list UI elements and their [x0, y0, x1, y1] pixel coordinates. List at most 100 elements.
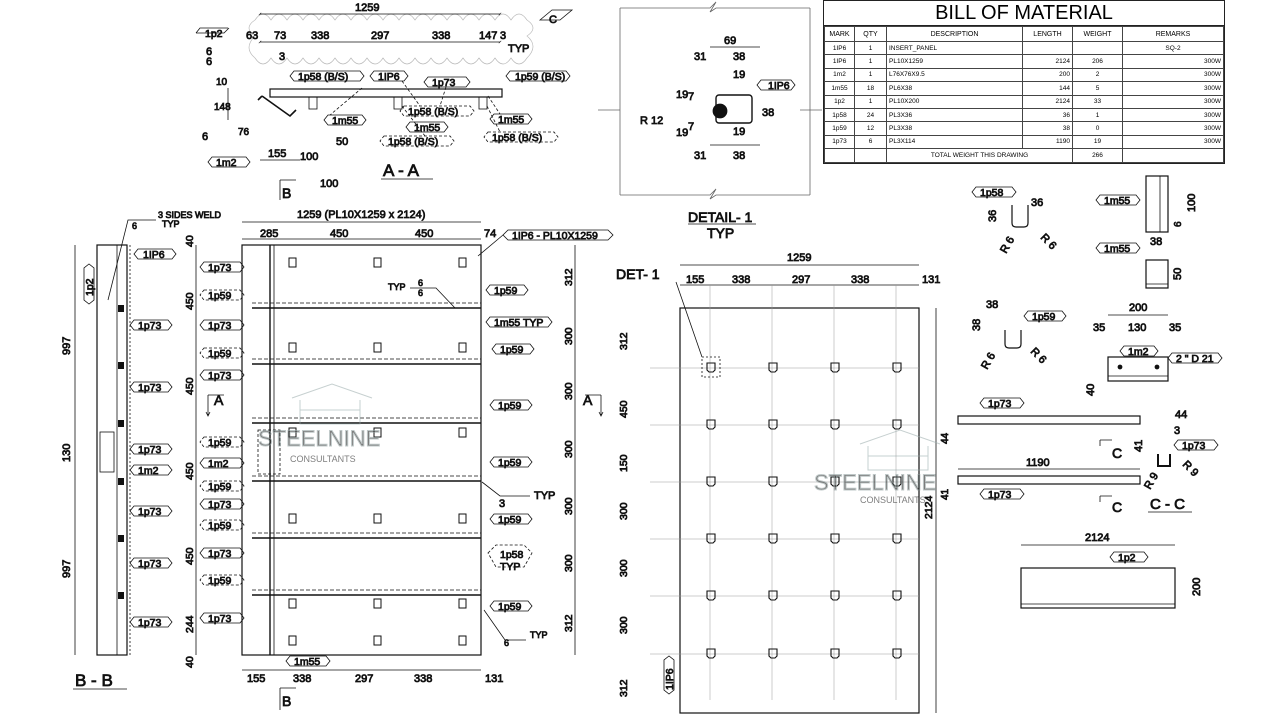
d1-dim-19a: 19 — [733, 69, 745, 81]
fe-left-450a: 450 — [184, 292, 196, 310]
bom-cell: PL3X38 — [886, 121, 1023, 136]
aa-dim-3b: 3 — [279, 51, 285, 63]
fe-section-b-top: B — [282, 185, 291, 201]
cc-r9a: R 9 — [1142, 471, 1161, 492]
aa-dim-73: 73 — [274, 30, 286, 42]
fe-top-285: 285 — [260, 228, 278, 240]
cc-r9b: R 9 — [1180, 459, 1201, 480]
bom-cell: 1IP6 — [824, 54, 855, 69]
aa-tag-1m55b: 1m55 — [414, 122, 440, 134]
pl-top-dim: 1259 — [787, 252, 811, 264]
fe-section-b-bottom: B — [282, 693, 291, 709]
bb-title: B - B — [75, 671, 113, 690]
fe-weld-typ: TYP — [388, 282, 406, 292]
aa-tag-1p73: 1p73 — [432, 77, 456, 89]
cc-dim-41: 41 — [1133, 440, 1145, 452]
p73-tag-a: 1p73 — [988, 398, 1012, 410]
bom-cell: INSERT_PANEL — [886, 40, 1023, 56]
pl-top-338b: 338 — [851, 274, 869, 286]
bom-cell: 200 — [1022, 67, 1073, 83]
bb-tag-1m2: 1m2 — [138, 465, 159, 477]
cc-dim-3: 3 — [1174, 425, 1180, 437]
fe-left-450c: 450 — [184, 462, 196, 480]
aa-dim-148: 148 — [214, 102, 231, 113]
p2-dim-2124: 2124 — [1085, 532, 1109, 544]
fe-bot-131: 131 — [485, 673, 503, 685]
aa-dim-297: 297 — [371, 30, 389, 42]
aa-tag-1p59-bs: 1p59 (B/S) — [515, 71, 565, 83]
fe-typ-b: TYP — [530, 630, 548, 640]
fe-left-450b: 450 — [184, 377, 196, 395]
fe-typ: TYP — [534, 490, 555, 502]
aa-tag-1m2: 1m2 — [216, 157, 237, 169]
bill-of-material: BILL OF MATERIAL MARK QTY DESCRIPTION LE… — [823, 0, 1225, 164]
aa-dim-6b: 6 — [206, 56, 212, 68]
p73-tag-b: 1p73 — [988, 489, 1012, 501]
bb-tag-1ip6: 1IP6 — [143, 249, 165, 261]
d1-dim-38c: 38 — [762, 107, 774, 119]
cc-dim-44: 44 — [1175, 409, 1187, 421]
d1-dim-69: 69 — [724, 35, 736, 47]
bom-header: REMARKS — [1122, 26, 1224, 42]
bom-cell: 300W — [1122, 81, 1224, 96]
d1-dim-38b: 38 — [733, 150, 745, 162]
d1-subtitle: TYP — [707, 225, 734, 241]
bb-dim-997b: 997 — [61, 560, 73, 578]
bom-cell: 1 — [854, 40, 887, 56]
aa-tag-1m55c: 1m55 — [498, 114, 524, 126]
bom-cell: 2 — [1072, 67, 1123, 83]
bom-title: BILL OF MATERIAL — [824, 1, 1224, 26]
fe-right-300e: 300 — [563, 554, 575, 572]
d1-dim-7b: 7 — [688, 121, 694, 133]
fe-tag-1p73c: 1p73 — [208, 370, 232, 382]
fe-bottom-tag: 1m55 — [294, 656, 320, 668]
cc-marker-a: C — [1112, 445, 1122, 461]
bom-cell: 1m55 — [824, 81, 855, 96]
aa-tag-1p58-bs-d: 1p58 (B/S) — [492, 132, 542, 144]
bom-cell: 38 — [1022, 121, 1073, 136]
p58-tag: 1p58 — [980, 187, 1004, 199]
bb-tag-1p73e: 1p73 — [138, 558, 162, 570]
fe-right-300b: 300 — [563, 382, 575, 400]
bb-tag-1p73a: 1p73 — [138, 320, 162, 332]
fe-right-300c: 300 — [563, 440, 575, 458]
watermark-name-b: STEELNINE — [814, 470, 936, 495]
bom-header-row: MARK QTY DESCRIPTION LENGTH WEIGHT REMAR… — [824, 26, 1224, 42]
fe-tag-1p59d: 1p59 — [208, 481, 232, 493]
aa-dim-3: 3 — [500, 30, 506, 42]
d1-dim-31a: 31 — [694, 51, 706, 63]
fe-left-40a: 40 — [184, 235, 196, 247]
fe-typ-3: 3 — [499, 498, 505, 510]
aa-dim-6a: 6 — [206, 46, 212, 58]
bom-cell: 300W — [1122, 67, 1224, 83]
bom-total-value: 266 — [1072, 148, 1123, 163]
aa-dim-1259: 1259 — [355, 2, 379, 14]
d1-dim-19d: 19 — [733, 126, 745, 138]
pl-left-300a: 300 — [618, 502, 630, 520]
m2-tag: 1m2 — [1128, 346, 1149, 358]
p58-r6b: R 6 — [1038, 232, 1059, 253]
fe-tag-1p59a: 1p59 — [208, 290, 232, 302]
bom-cell: 5 — [1072, 81, 1123, 96]
fe-left-244: 244 — [184, 615, 196, 633]
fe-bot-297: 297 — [355, 673, 373, 685]
p2-tag: 1p2 — [1118, 552, 1136, 564]
bb-tag-1p73d: 1p73 — [138, 506, 162, 518]
aa-typ: TYP — [508, 43, 529, 55]
bom-cell: 1p73 — [824, 134, 855, 150]
p59-r6b: R 6 — [1028, 346, 1049, 367]
pl-top-155: 155 — [686, 274, 704, 286]
fe-rtag-1p59e: 1p59 — [498, 514, 522, 526]
pl-tag-1ip6: 1IP6 — [664, 668, 676, 690]
bom-cell: 6 — [854, 134, 887, 150]
m55-tag-b: 1m55 — [1104, 243, 1130, 255]
bb-tag-1p73c: 1p73 — [138, 444, 162, 456]
bom-table: MARK QTY DESCRIPTION LENGTH WEIGHT REMAR… — [824, 26, 1224, 163]
fe-rtag-1p59a: 1p59 — [494, 285, 518, 297]
cc-title: C - C — [1150, 496, 1185, 513]
bom-cell: 1IP6 — [824, 40, 855, 56]
fe-bot-155: 155 — [247, 673, 265, 685]
bom-cell: 18 — [854, 81, 887, 96]
aa-dim-63: 63 — [246, 30, 258, 42]
